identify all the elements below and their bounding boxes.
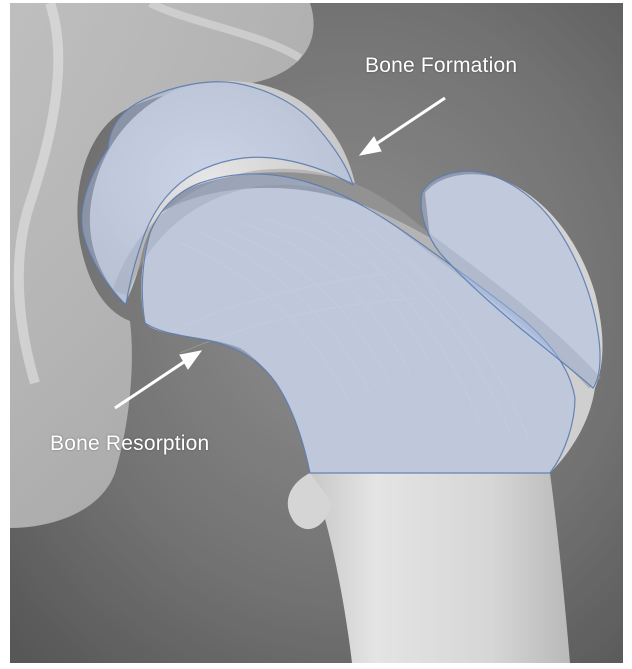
xray-image-frame: Bone Formation Bone Resorption — [10, 3, 623, 663]
femoral-shaft — [310, 473, 570, 663]
bone-formation-label: Bone Formation — [365, 54, 517, 78]
hip-xray-image — [10, 3, 623, 663]
bone-resorption-label: Bone Resorption — [50, 432, 209, 456]
